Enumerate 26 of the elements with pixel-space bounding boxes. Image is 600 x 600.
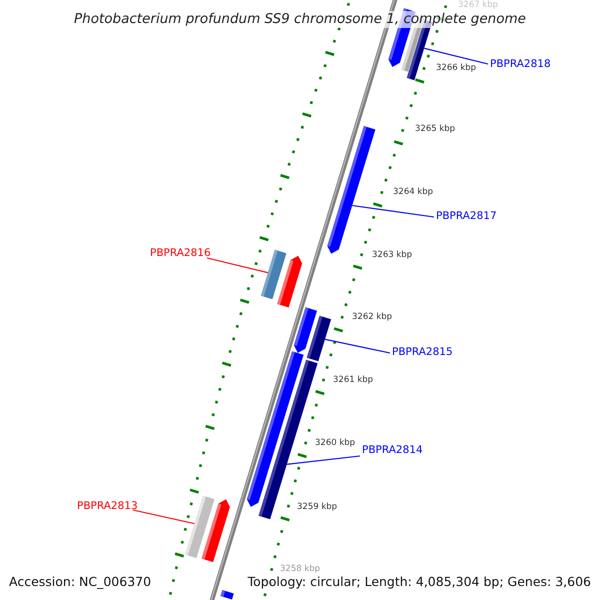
leader-line: [424, 48, 488, 65]
leader-line: [324, 338, 390, 354]
leader-line: [352, 204, 434, 218]
leader-line: [286, 455, 360, 465]
scale-label: 3262 kbp: [352, 312, 392, 322]
scale-label: 3258 kbp: [280, 564, 320, 574]
scale-label: 3265 kbp: [415, 124, 456, 134]
scale-label: 3260 kbp: [315, 438, 356, 448]
accession-text: Accession: NC_006370: [9, 574, 152, 590]
gene-bar: [202, 499, 230, 562]
gene-label: PBPRA2817: [436, 210, 497, 223]
scale-label: 3263 kbp: [372, 250, 412, 260]
gene-bar: [277, 256, 302, 308]
gene-label: PBPRA2818: [490, 58, 551, 71]
gene-label: PBPRA2816: [150, 247, 211, 260]
gene-bar: [306, 316, 332, 362]
scale-label: 3267 kbp: [458, 0, 498, 10]
genome-summary-text: Topology: circular; Length: 4,085,304 bp; Genes: 3,606: [248, 574, 591, 590]
scale-label: 3264 kbp: [393, 187, 434, 197]
gene-label: PBPRA2813: [77, 500, 138, 513]
gene-bar: [220, 590, 234, 600]
gene-label: PBPRA2814: [362, 444, 423, 457]
scale-label: 3259 kbp: [297, 502, 338, 512]
scale-label: 3266 kbp: [436, 63, 476, 73]
scale-label: 3261 kbp: [333, 375, 374, 385]
gene-label: PBPRA2815: [392, 346, 453, 359]
